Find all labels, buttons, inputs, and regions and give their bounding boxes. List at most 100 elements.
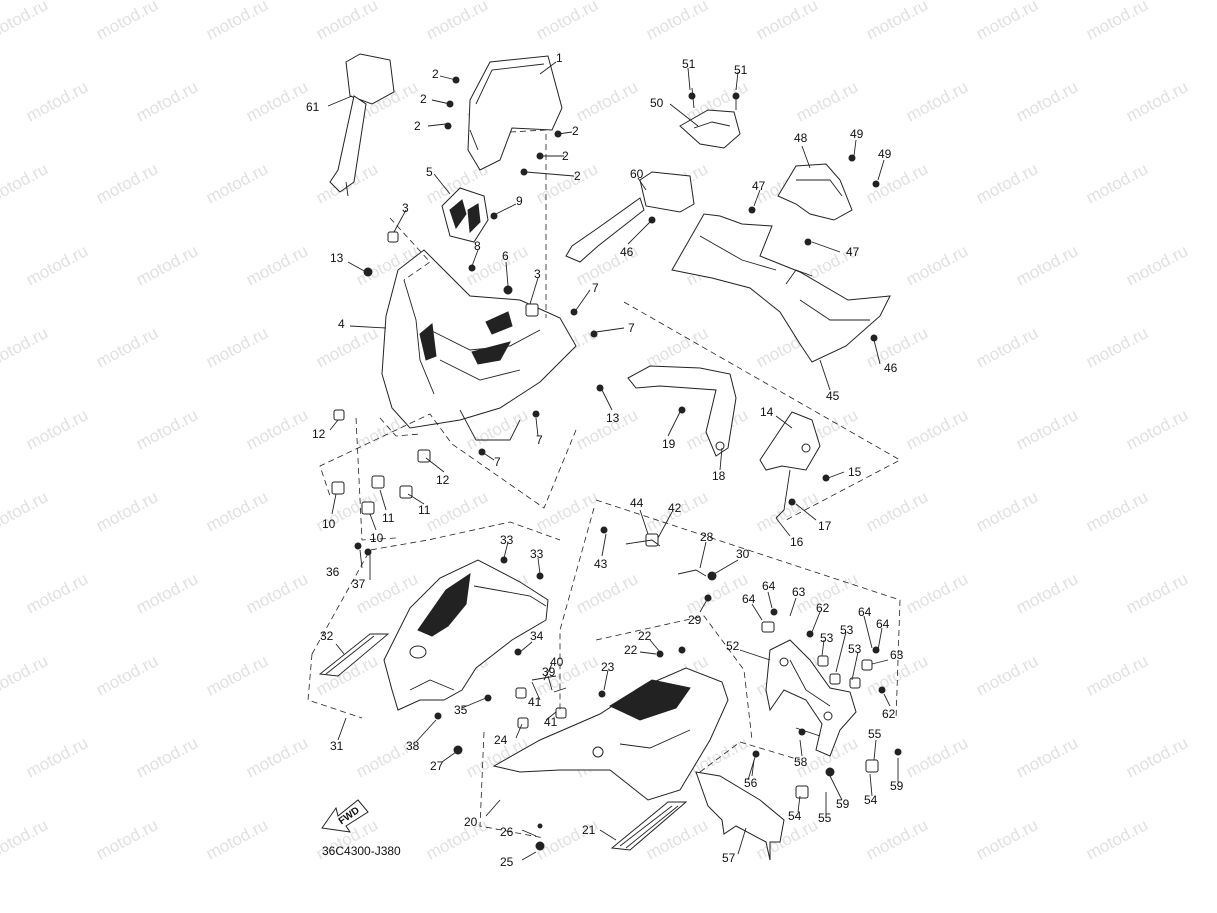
part-number-label: 30 <box>736 547 750 561</box>
part-number-label: 8 <box>474 239 481 253</box>
part-number-label: 33 <box>530 547 544 561</box>
watermark-text: motod.ru <box>203 159 271 207</box>
watermark-text: motod.ru <box>573 569 641 617</box>
watermark-text: motod.ru <box>0 323 51 371</box>
part-number-label: 39 <box>542 665 556 679</box>
part-number-label: 35 <box>454 703 468 717</box>
watermark-text: motod.ru <box>533 159 601 207</box>
watermark-text: motod.ru <box>973 159 1041 207</box>
part-number-label: 11 <box>418 503 431 517</box>
watermark-text: motod.ru <box>973 815 1041 863</box>
part-number-label: 53 <box>820 631 834 645</box>
watermark-text: motod.ru <box>903 733 971 781</box>
small-cover-48 <box>777 163 853 221</box>
part-number-label: 2 <box>420 92 427 106</box>
part-number-label: 58 <box>794 755 808 769</box>
part-number-label: 36 <box>326 565 340 579</box>
part-number-label: 59 <box>836 797 850 811</box>
stay-bracket-52 <box>765 639 857 757</box>
part-number-label: 47 <box>752 179 766 193</box>
leader-lines <box>327 61 899 861</box>
part-number-label: 18 <box>712 469 726 483</box>
watermark-text: motod.ru <box>863 487 931 535</box>
watermark-text: motod.ru <box>1083 323 1151 371</box>
watermark-text: motod.ru <box>133 405 201 453</box>
watermark-text: motod.ru <box>1083 487 1151 535</box>
reference-code: 36C4300-J380 <box>322 844 401 858</box>
part-number-label: 12 <box>436 473 450 487</box>
watermark-text: motod.ru <box>203 651 271 699</box>
part-number-label: 38 <box>406 739 420 753</box>
part-number-label: 63 <box>792 585 806 599</box>
part-number-label: 61 <box>306 100 320 114</box>
part-number-label: 16 <box>790 535 804 549</box>
watermark-text: motod.ru <box>1013 241 1081 289</box>
part-number-label: 59 <box>890 779 904 793</box>
part-number-label: 2 <box>414 119 421 133</box>
watermark-text: motod.ru <box>903 77 971 125</box>
part-number-label: 62 <box>816 601 830 615</box>
watermark-text: motod.ru <box>0 487 51 535</box>
part-number-label: 48 <box>794 131 808 145</box>
windscreen <box>467 55 563 171</box>
part-number-label: 19 <box>662 437 676 451</box>
part-number-label: 1 <box>556 51 563 65</box>
part-number-label: 54 <box>864 793 878 807</box>
part-number-label: 31 <box>330 739 344 753</box>
watermark-text: motod.ru <box>1123 733 1191 781</box>
watermark-text: motod.ru <box>973 323 1041 371</box>
watermark-text: motod.ru <box>203 323 271 371</box>
watermark-text: motod.ru <box>243 241 311 289</box>
watermark-text: motod.ru <box>793 77 861 125</box>
part-number-label: 23 <box>601 660 615 674</box>
part-number-label: 22 <box>638 629 652 643</box>
watermark-text: motod.ru <box>903 405 971 453</box>
part-number-label: 50 <box>650 96 664 110</box>
watermark-text: motod.ru <box>93 159 161 207</box>
part-number-label: 42 <box>668 501 682 515</box>
watermark-text: motod.ru <box>203 0 271 44</box>
watermark-text: motod.ru <box>243 77 311 125</box>
watermark-text: motod.ru <box>313 0 381 44</box>
part-number-label: 34 <box>530 629 544 643</box>
part-number-label: 53 <box>840 623 854 637</box>
part-number-label: 7 <box>592 281 599 295</box>
watermark-text: motod.ru <box>0 0 51 44</box>
watermark-text: motod.ru <box>1123 569 1191 617</box>
watermark-text: motod.ru <box>973 0 1041 44</box>
part-number-label: 32 <box>320 629 334 643</box>
fasteners <box>354 76 902 851</box>
part-number-label: 63 <box>890 648 904 662</box>
watermark-text: motod.ru <box>1013 569 1081 617</box>
watermark-text: motod.ru <box>93 323 161 371</box>
part-number-label: 7 <box>628 321 635 335</box>
part-number-label: 53 <box>848 642 862 656</box>
watermark-text: motod.ru <box>643 323 711 371</box>
part-number-label: 6 <box>502 249 509 263</box>
watermark-text: motod.ru <box>243 733 311 781</box>
inner-panel-right <box>671 213 891 363</box>
part-number-label: 49 <box>878 147 892 161</box>
watermark-text: motod.ru <box>313 323 381 371</box>
part-number-label: 54 <box>788 809 802 823</box>
part-number-label: 46 <box>884 361 898 375</box>
watermark-text: motod.ru <box>93 487 161 535</box>
watermark-text: motod.ru <box>533 487 601 535</box>
front-cowling <box>381 249 577 441</box>
part-number-label: 2 <box>572 124 579 138</box>
part-number-label: 62 <box>882 707 896 721</box>
part-number-label: 27 <box>430 759 444 773</box>
part-number-label: 7 <box>536 433 543 447</box>
stay-bracket-14 <box>759 411 821 519</box>
part-number-label: 40 <box>550 655 564 669</box>
watermark-text: motod.ru <box>23 405 91 453</box>
part-number-label: 9 <box>516 194 523 208</box>
small-cover-50 <box>679 109 741 149</box>
watermark-text: motod.ru <box>93 0 161 44</box>
part-number-label: 4 <box>338 317 345 331</box>
under-cowling <box>492 667 729 801</box>
watermark-text: motod.ru <box>903 241 971 289</box>
part-number-label: 2 <box>562 149 569 163</box>
watermark-text: motod.ru <box>23 77 91 125</box>
part-number-label: 14 <box>760 405 774 419</box>
